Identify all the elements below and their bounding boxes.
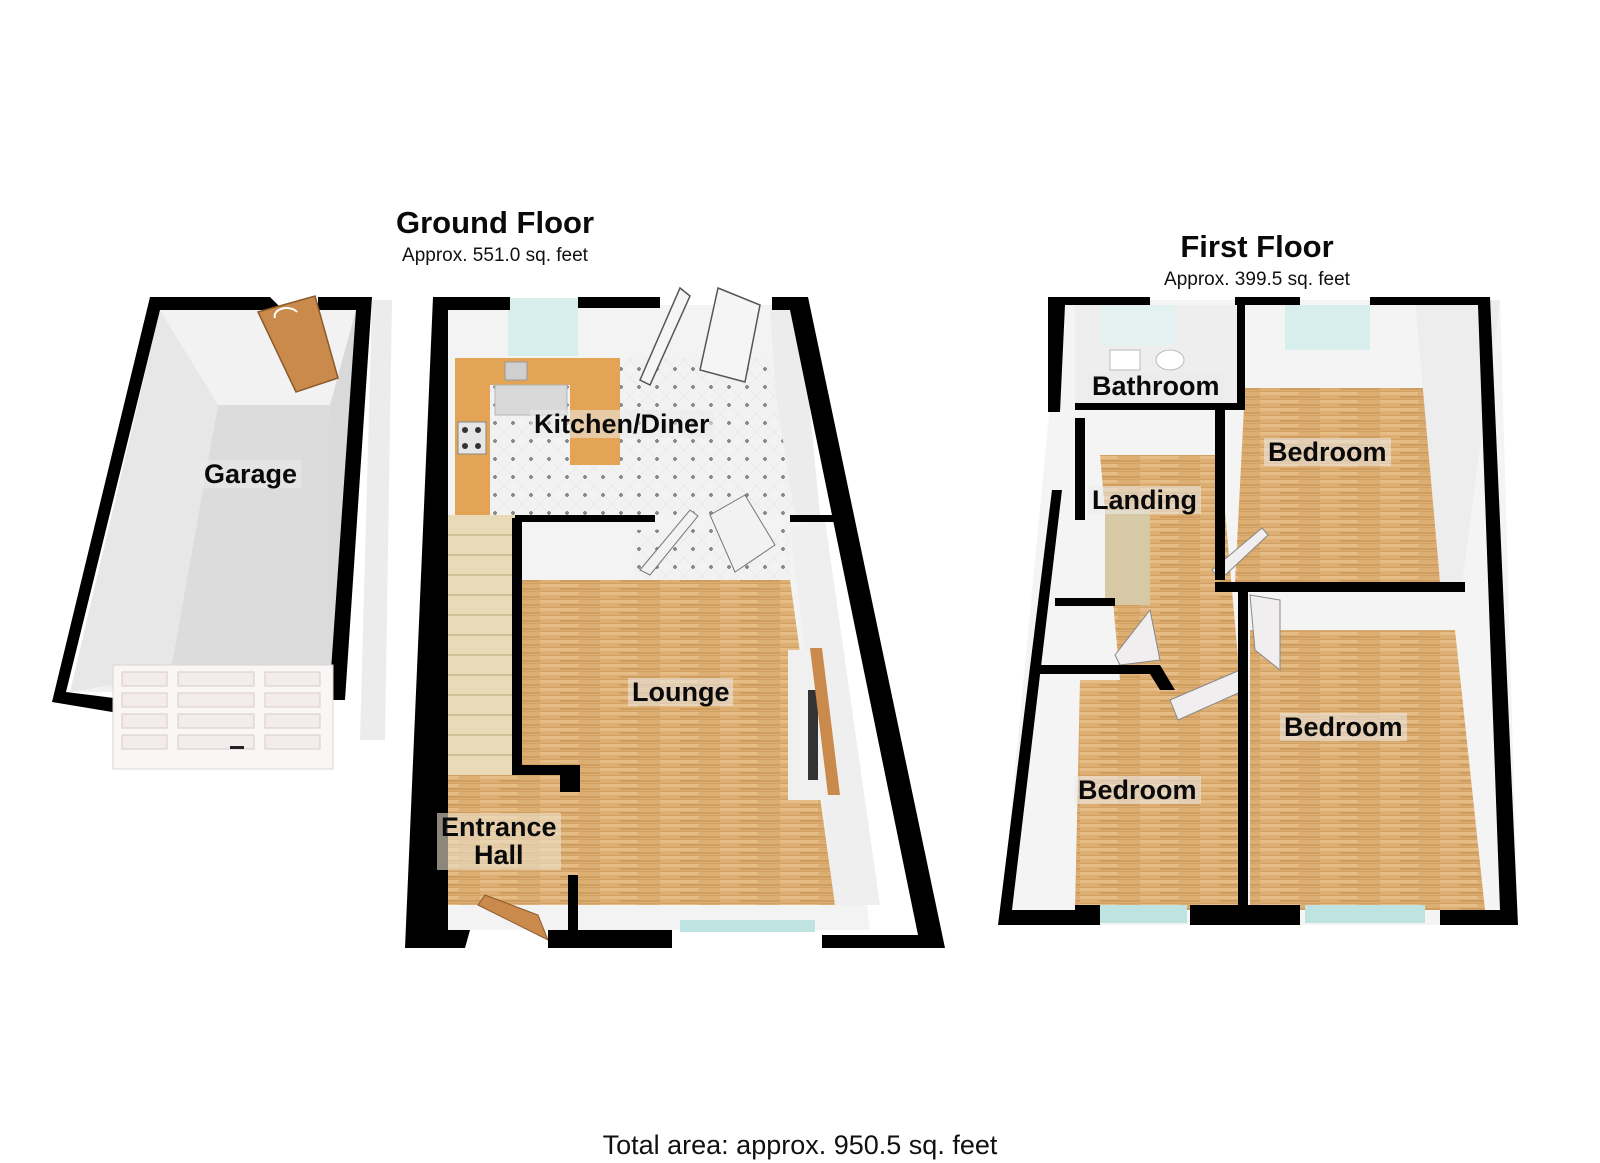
room-label-garage: Garage — [200, 460, 302, 488]
rear-bedroom-window — [1285, 305, 1370, 350]
first-floor-area: Approx. 399.5 sq. feet — [1164, 269, 1350, 290]
room-label-bedroom-rear: Bedroom — [1264, 438, 1391, 466]
staircase — [442, 515, 515, 775]
ground-floor-walls — [405, 297, 945, 948]
front-right-bedroom-window — [1305, 905, 1425, 923]
toilet — [1109, 349, 1141, 371]
room-label-kitchen-diner: Kitchen/Diner — [530, 410, 714, 438]
room-label-bedroom-front-left: Bedroom — [1074, 776, 1201, 804]
room-label-landing: Landing — [1088, 486, 1201, 514]
first-floor-title: First Floor — [1180, 229, 1334, 264]
ground-floor-area: Approx. 551.0 sq. feet — [402, 245, 588, 266]
first-floor-walls — [998, 297, 1518, 925]
entrance-hall-line2: Hall — [474, 840, 524, 871]
first-floor-plan — [998, 297, 1518, 925]
internal-doors — [639, 494, 776, 576]
ground-floor-title: Ground Floor — [395, 205, 595, 240]
fireplace — [788, 648, 840, 800]
garage-side-door — [256, 295, 339, 393]
basin — [1155, 349, 1185, 371]
front-left-bedroom-window — [1082, 905, 1187, 923]
garage — [52, 295, 392, 770]
room-label-entrance-hall: Entrance Hall — [437, 813, 561, 870]
room-label-bedroom-front-right: Bedroom — [1280, 713, 1407, 741]
kitchen-french-doors — [639, 286, 761, 387]
garage-up-and-over-door — [112, 664, 334, 770]
kitchen-window — [508, 298, 578, 356]
total-area: Total area: approx. 950.5 sq. feet — [602, 1130, 998, 1160]
landing-stairs — [1105, 510, 1150, 605]
entrance-hall-line1: Entrance — [441, 812, 557, 842]
first-floor-doors — [1114, 527, 1281, 721]
room-label-lounge: Lounge — [628, 678, 734, 706]
lounge-window — [680, 920, 815, 932]
bathroom-window — [1100, 305, 1175, 345]
room-label-bathroom: Bathroom — [1088, 372, 1224, 400]
